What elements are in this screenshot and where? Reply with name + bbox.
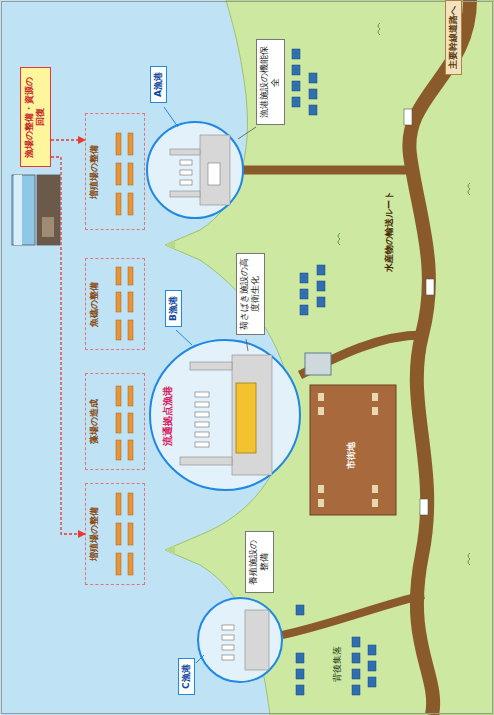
node-text: 漁港施設の機能保全 (259, 44, 282, 120)
port-label: B漁港 (165, 290, 182, 327)
node-text: 主要幹線道路へ (448, 6, 459, 69)
port-role-text: 流通拠点漁港 (160, 383, 176, 449)
fishing-ground: 増殖場の整備 (85, 113, 145, 230)
callout-box: 養殖施設の整備 (245, 531, 274, 593)
node-text: 藻場の造成 (89, 378, 100, 465)
road-label: 主要幹線道路へ (445, 0, 462, 75)
fishing-ground: 増殖場の整備 (85, 483, 145, 585)
port-label: A漁港 (150, 66, 167, 103)
node-text: 荷さばき施設の高度衛生化 (239, 258, 262, 330)
fishing-ground: 藻場の造成 (85, 373, 145, 470)
node-text: B漁港 (168, 296, 179, 321)
dashed-arrow (51, 139, 85, 140)
node-text: A漁港 (153, 72, 164, 97)
node-text: 増殖場の整備 (89, 488, 100, 580)
node-text: 漁場の整備・資源の回復 (24, 73, 47, 161)
callout-box: 漁港施設の機能保全 (256, 39, 285, 125)
village-label: 背後集落 (330, 643, 345, 685)
resource-box: 漁場の整備・資源の回復 (20, 67, 51, 167)
node-text: 養殖施設の整備 (248, 536, 271, 588)
fishing-ground: 魚礁の整備 (85, 258, 145, 350)
node-text: 魚礁の整備 (89, 263, 100, 345)
route-label: 水産物の輸送ルート (382, 188, 397, 275)
town-label: 市街地 (344, 439, 359, 472)
dashed-arrow (51, 157, 85, 534)
node-text: 増殖場の整備 (89, 118, 100, 225)
port-label: C漁港 (178, 658, 195, 695)
node-text: C漁港 (181, 664, 192, 689)
callout-box: 荷さばき施設の高度衛生化 (236, 253, 265, 335)
